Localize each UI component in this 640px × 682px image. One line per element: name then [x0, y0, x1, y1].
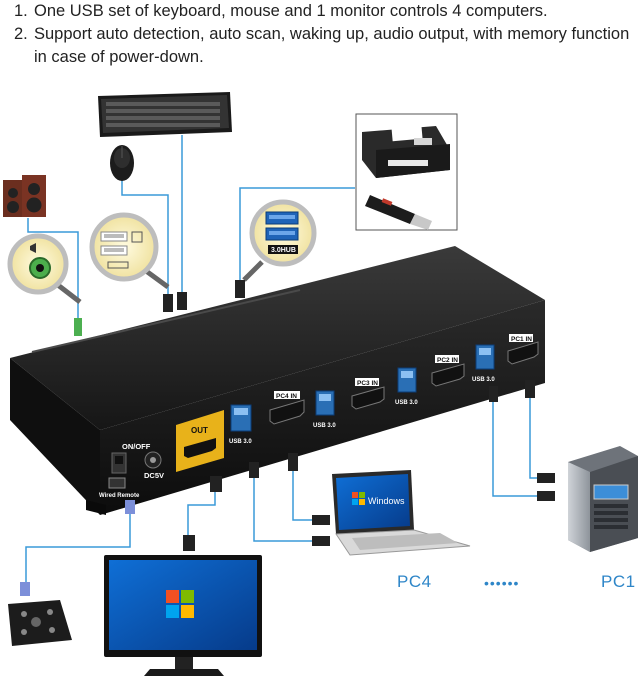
peripherals-box — [355, 113, 458, 231]
hub-label: 3.0HUB — [271, 247, 296, 254]
usb-label: USB 3.0 — [313, 423, 336, 429]
pc1-label: PC1 — [601, 572, 636, 591]
pc4-label: PC4 — [397, 572, 432, 591]
laptop-icon — [332, 470, 471, 556]
windows-logo-text: Windows — [368, 496, 405, 506]
pc3-usb-port — [315, 390, 335, 416]
usb-hub-magnifier — [242, 199, 317, 282]
feature-text: One USB set of keyboard, mouse and 1 mon… — [34, 2, 548, 20]
ellipsis-dots: •••••• — [484, 575, 520, 591]
wired-remote-label: Wired Remote — [99, 493, 140, 499]
pc4-hdmi-port — [269, 399, 305, 425]
dc-jack — [144, 451, 162, 469]
feature-number: 1. — [14, 2, 28, 20]
pc4-usb-port — [230, 404, 252, 432]
hdmi-out-port — [176, 410, 224, 472]
mouse-icon — [110, 145, 134, 181]
wired-remote-icon — [8, 600, 72, 646]
pc2-in-badge — [435, 355, 459, 363]
pc1-in-badge — [509, 334, 533, 342]
pc1-in-label: PC1 IN — [511, 336, 532, 343]
printer-icon — [362, 124, 450, 178]
pc3-in-label: PC3 IN — [357, 380, 378, 387]
feature-item-1: 1. One USB set of keyboard, mouse and 1 … — [14, 0, 634, 23]
usb-label: USB 3.0 — [395, 400, 418, 406]
pc1-hdmi-port — [507, 341, 539, 365]
cables — [25, 135, 542, 590]
speakers-icon — [3, 175, 46, 217]
feature-text: Support auto detection, auto scan, wakin… — [34, 25, 630, 66]
usb-port-magnifier — [89, 212, 170, 290]
usb-label: USB 3.0 — [472, 377, 495, 383]
usb-stick-icon — [365, 195, 432, 230]
pc1-usb-port — [475, 344, 495, 370]
power-switch — [111, 452, 127, 474]
monitor-icon — [104, 555, 262, 676]
wired-remote-port — [108, 477, 126, 489]
pc2-in-label: PC2 IN — [437, 357, 458, 364]
pc4-in-badge — [274, 391, 300, 399]
audio-port-magnifier — [7, 233, 82, 304]
power-label: ON/OFF — [122, 442, 151, 451]
cable-plugs — [20, 280, 555, 596]
out-label: OUT — [191, 426, 208, 435]
pc4-in-label: PC4 IN — [276, 393, 297, 400]
usb-label: USB 3.0 — [229, 439, 252, 445]
pc3-hdmi-port — [351, 386, 385, 410]
feature-number: 2. — [14, 25, 28, 43]
pc2-usb-port — [397, 367, 417, 393]
kvm-switch — [10, 246, 545, 515]
dc-label: DC5V — [144, 471, 164, 480]
tower-pc-icon — [568, 446, 638, 552]
feature-list: 1. One USB set of keyboard, mouse and 1 … — [14, 0, 634, 69]
feature-item-2: 2. Support auto detection, auto scan, wa… — [14, 23, 634, 69]
keyboard-icon — [98, 92, 232, 137]
pc2-hdmi-port — [431, 363, 465, 387]
pc3-in-badge — [355, 378, 379, 386]
